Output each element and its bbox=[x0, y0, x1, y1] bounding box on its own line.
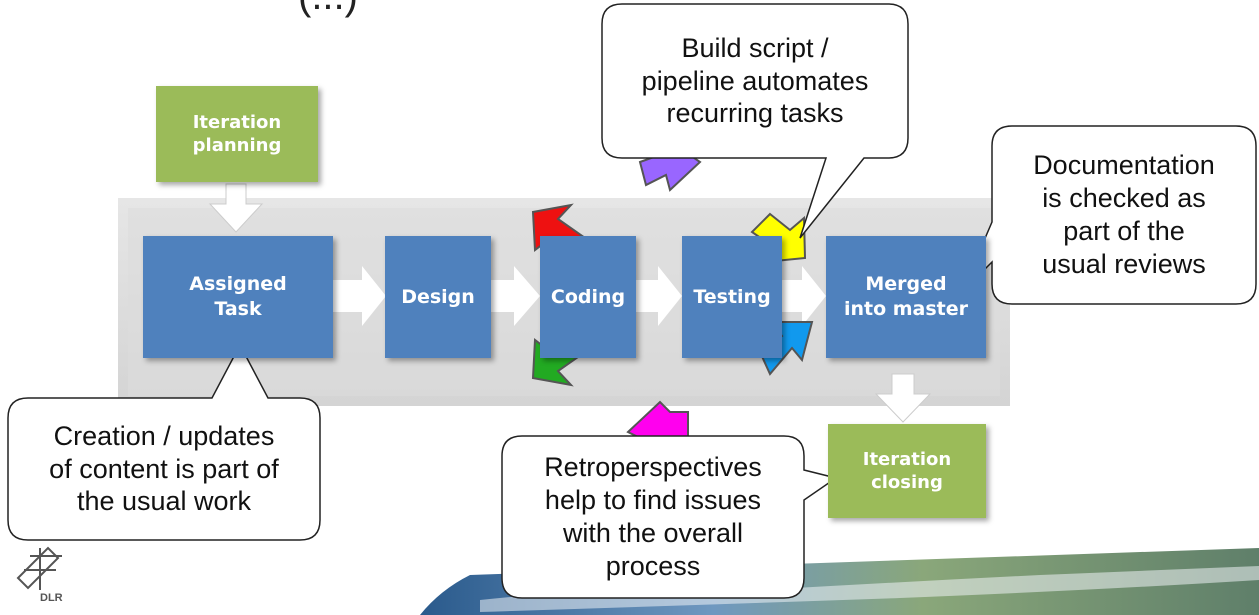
callout-build-script-shape bbox=[601, 3, 909, 239]
flow-arrow-task-design bbox=[332, 266, 386, 326]
step-testing-label: Testing bbox=[693, 285, 771, 308]
step-merged-label: Merged into master bbox=[843, 273, 969, 320]
step-coding: Coding bbox=[540, 236, 636, 358]
earth-clouds bbox=[480, 566, 1259, 612]
step-assigned-task: Assigned Task bbox=[143, 236, 333, 358]
dlr-logo-icon bbox=[16, 546, 62, 590]
callout-build-script-text: Build script / pipeline automates recurr… bbox=[641, 32, 869, 129]
callout-documentation: Documentation is checked as part of the … bbox=[994, 128, 1254, 302]
callout-retro-shape bbox=[501, 435, 838, 599]
slide-title-fragment: (...) bbox=[298, 0, 358, 19]
flow-arrow-planning-down bbox=[208, 183, 264, 233]
callout-documentation-text: Documentation is checked as part of the … bbox=[1033, 150, 1215, 279]
callout-creation-text: Creation / updates of content is part of… bbox=[49, 420, 279, 517]
flow-arrow-design-coding bbox=[490, 266, 540, 326]
callout-creation: Creation / updates of content is part of… bbox=[10, 400, 318, 538]
callout-build-script: Build script / pipeline automates recurr… bbox=[604, 6, 906, 156]
flow-arrow-coding-testing bbox=[636, 266, 682, 326]
flow-arrow-merged-down bbox=[874, 373, 932, 423]
callout-retro: Retroperspectives help to find issues wi… bbox=[504, 438, 802, 596]
step-merged: Merged into master bbox=[826, 236, 986, 358]
callout-documentation-shape bbox=[961, 125, 1257, 305]
iteration-planning: Iteration planning bbox=[156, 86, 318, 182]
step-design-label: Design bbox=[401, 285, 475, 308]
step-testing: Testing bbox=[682, 236, 782, 358]
dlr-logo-text: DLR bbox=[40, 592, 63, 604]
iteration-closing: Iteration closing bbox=[828, 424, 986, 518]
iteration-closing-label: Iteration closing bbox=[862, 448, 952, 493]
callout-retro-text: Retroperspectives help to find issues wi… bbox=[544, 452, 762, 581]
iteration-planning-label: Iteration planning bbox=[192, 111, 282, 156]
step-assigned-task-label: Assigned Task bbox=[189, 273, 287, 320]
callout-creation-shape bbox=[7, 343, 321, 541]
step-design: Design bbox=[385, 236, 491, 358]
flow-arrow-testing-merged bbox=[782, 266, 826, 326]
step-coding-label: Coding bbox=[550, 285, 626, 308]
